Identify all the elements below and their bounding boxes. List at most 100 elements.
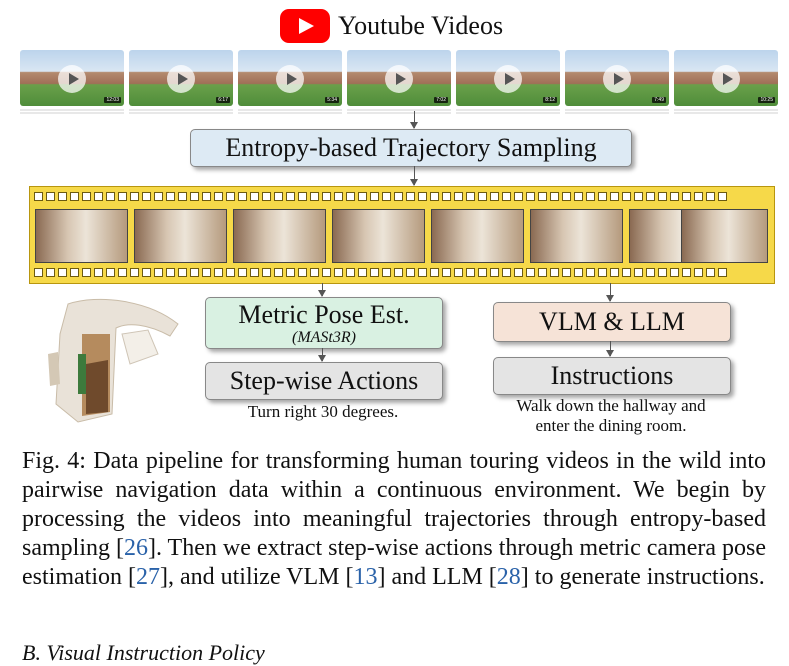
video-frame: [233, 209, 326, 263]
sprocket-hole: [622, 268, 631, 277]
sprocket-hole: [718, 268, 727, 277]
sprocket-hole: [298, 268, 307, 277]
point-cloud-reconstruction: [48, 298, 179, 423]
sprocket-hole: [238, 268, 247, 277]
sprocket-hole: [310, 192, 319, 201]
sprocket-hole: [58, 268, 67, 277]
video-thumbnail[interactable]: 6:17: [129, 50, 233, 106]
sprocket-hole: [610, 268, 619, 277]
video-thumbnail[interactable]: 7:02: [347, 50, 451, 106]
sprocket-hole: [646, 268, 655, 277]
video-duration: 7:02: [434, 97, 448, 103]
sprocket-hole: [142, 192, 151, 201]
sprocket-hole: [562, 268, 571, 277]
sprocket-hole: [550, 268, 559, 277]
sprocket-hole: [322, 268, 331, 277]
video-thumbnail[interactable]: 12:03: [20, 50, 124, 106]
sprocket-hole: [598, 268, 607, 277]
video-thumbnail[interactable]: 8:12: [456, 50, 560, 106]
vlm-llm-box: VLM & LLM: [493, 302, 731, 342]
sprocket-hole: [634, 192, 643, 201]
entropy-sampling-box: Entropy-based Trajectory Sampling: [190, 129, 632, 167]
sprocket-hole: [202, 268, 211, 277]
sprocket-hole: [574, 192, 583, 201]
sprocket-hole: [574, 268, 583, 277]
citation-link[interactable]: 27: [135, 564, 160, 590]
sprocket-hole: [106, 268, 115, 277]
sprocket-hole: [214, 268, 223, 277]
sprocket-hole: [34, 268, 43, 277]
video-thumbnail[interactable]: 5:34: [238, 50, 342, 106]
sprocket-hole: [502, 268, 511, 277]
video-thumbnail-row: 12:03 6:17 5:34 7:02 8:12 7:49 10:25: [20, 50, 778, 118]
video-duration: 8:12: [543, 97, 557, 103]
sprocket-hole: [478, 268, 487, 277]
figure-caption: Fig. 4: Data pipeline for transforming h…: [22, 447, 766, 592]
video-thumbnail[interactable]: 7:49: [565, 50, 669, 106]
sprocket-hole: [70, 268, 79, 277]
play-icon: [603, 65, 631, 93]
sprocket-hole: [142, 268, 151, 277]
video-duration: 10:25: [758, 97, 775, 103]
sprocket-hole: [706, 268, 715, 277]
sprocket-hole: [274, 192, 283, 201]
sprocket-hole: [490, 192, 499, 201]
sprocket-hole: [370, 268, 379, 277]
thumbnail-caption: [20, 108, 124, 116]
stepwise-example: Turn right 30 degrees.: [247, 402, 399, 421]
sprocket-hole: [526, 268, 535, 277]
sprocket-hole: [418, 268, 427, 277]
video-duration: 7:49: [652, 97, 666, 103]
video-thumbnail[interactable]: 10:25: [674, 50, 778, 106]
section-heading: B. Visual Instruction Policy: [22, 640, 265, 665]
sprocket-hole: [238, 192, 247, 201]
play-icon: [276, 65, 304, 93]
youtube-header: Youtube Videos: [280, 8, 503, 44]
sprocket-hole: [682, 192, 691, 201]
sprocket-hole: [358, 268, 367, 277]
sprocket-hole: [46, 192, 55, 201]
sprocket-hole: [514, 192, 523, 201]
sprocket-hole: [94, 268, 103, 277]
sprocket-hole: [382, 268, 391, 277]
instructions-example-line: Walk down the hallway and: [516, 396, 706, 415]
arrow-down-icon: [410, 166, 418, 186]
sprocket-hole: [46, 268, 55, 277]
sprocket-hole: [190, 192, 199, 201]
sprocket-hole: [250, 268, 259, 277]
play-icon: [712, 65, 740, 93]
citation-link[interactable]: 26: [124, 535, 148, 561]
play-icon: [167, 65, 195, 93]
sprocket-hole: [706, 192, 715, 201]
sprocket-hole: [226, 192, 235, 201]
sprocket-hole: [250, 192, 259, 201]
sprocket-hole: [670, 268, 679, 277]
film-sprocket-holes: [34, 192, 770, 202]
sprocket-hole: [262, 192, 271, 201]
sprocket-hole: [646, 192, 655, 201]
video-duration: 12:03: [104, 97, 121, 103]
sprocket-hole: [658, 192, 667, 201]
sprocket-hole: [226, 268, 235, 277]
thumbnail-caption: [238, 108, 342, 116]
sprocket-hole: [178, 268, 187, 277]
caption-text: Fig. 4: Data pipeline for transforming h…: [22, 448, 766, 561]
video-frame: [681, 209, 768, 263]
video-duration: 6:17: [216, 97, 230, 103]
sprocket-hole: [334, 192, 343, 201]
caption-text: ]. Then we extract step-wise actions thr…: [22, 535, 766, 590]
arrow-down-icon: [410, 111, 418, 129]
sprocket-hole: [382, 192, 391, 201]
citation-link[interactable]: 28: [496, 564, 521, 590]
sprocket-hole: [586, 268, 595, 277]
instructions-example: Walk down the hallway and enter the dini…: [490, 396, 732, 436]
sprocket-hole: [274, 268, 283, 277]
sprocket-hole: [394, 192, 403, 201]
sprocket-hole: [694, 268, 703, 277]
sprocket-hole: [358, 192, 367, 201]
sprocket-hole: [514, 268, 523, 277]
metric-pose-sublabel: (MASt3R): [292, 329, 356, 346]
citation-link[interactable]: 13: [353, 564, 378, 590]
sprocket-hole: [490, 268, 499, 277]
caption-text: ] and LLM [: [377, 564, 497, 590]
